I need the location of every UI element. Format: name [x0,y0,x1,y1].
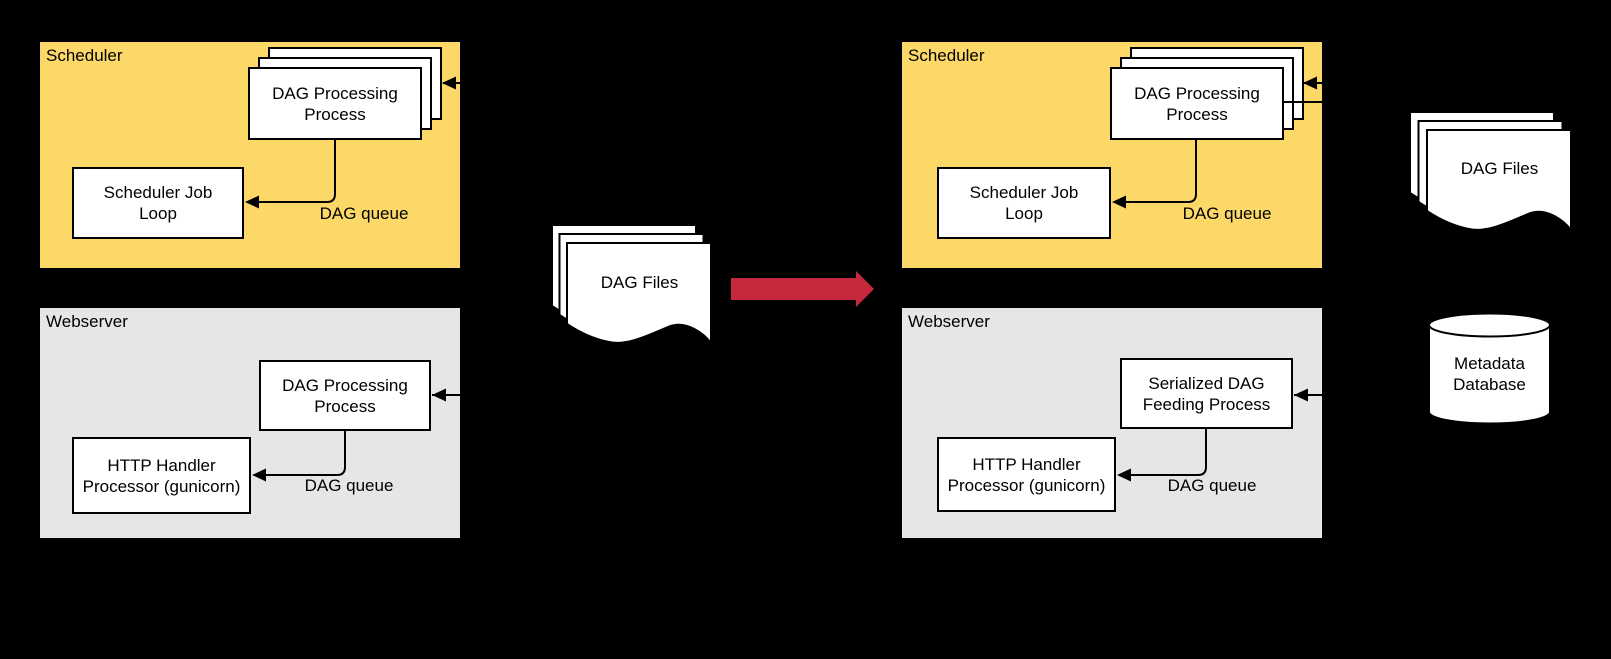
http-handler-label-right: HTTP Handler Processor (gunicorn) [947,454,1106,495]
dag-queue-label: DAG queue [1167,475,1257,495]
dag-queue-label: DAG queue [319,203,409,223]
dag-processing-stack-left [248,47,442,140]
connector-line [258,139,336,203]
scheduler-job-loop-label-left: Scheduler Job Loop [103,183,213,223]
arrowhead-icon [442,76,456,90]
dag-processing-stack-label-right: DAG Processing Process [1134,83,1260,124]
http-handler-box-right [937,437,1116,512]
transition-arrow-icon [731,271,874,307]
arrowhead-icon [252,468,266,482]
arrowhead-icon [432,388,446,402]
scheduler-panel-title-right: Scheduler [908,46,985,65]
metadata-database-label: Metadata Database [1453,354,1526,394]
arrowhead-icon [245,195,259,209]
http-handler-label-left: HTTP Handler Processor (gunicorn) [82,455,241,496]
scheduler-panel-title-left: Scheduler [46,46,123,65]
dag-files-stack-icon-middle [551,224,712,346]
arrowhead-icon [1112,195,1126,209]
scheduler-job-loop-box-left [72,167,244,239]
dag-processing-stack-right [1110,47,1304,140]
connector-line [265,430,346,476]
webserver-panel-title-right: Webserver [908,312,990,331]
database-icon [1428,312,1551,425]
scheduler-job-loop-box-right [937,167,1111,239]
serialized-dag-feeding-label: Serialized DAG Feeding Process [1142,373,1271,414]
http-handler-box-left [72,437,251,514]
arrowhead-icon [1117,468,1131,482]
connector-line [1125,139,1197,203]
connector-line [1130,428,1207,476]
dag-files-label-right: DAG Files [1460,158,1539,178]
dag-processing-stack-label-left: DAG Processing Process [272,83,398,124]
webserver-panel-title-left: Webserver [46,312,128,331]
dag-files-stack-icon-right [1409,111,1572,233]
arrowhead-icon [1303,76,1317,90]
dag-queue-label: DAG queue [304,475,394,495]
arrowhead-icon [1294,388,1308,402]
scheduler-job-loop-label-right: Scheduler Job Loop [969,183,1079,223]
dag-processing-box-left [259,360,431,431]
dag-queue-label: DAG queue [1182,203,1272,223]
dag-processing-box-label-left: DAG Processing Process [282,375,408,416]
dag-files-label-middle: DAG Files [600,272,679,292]
